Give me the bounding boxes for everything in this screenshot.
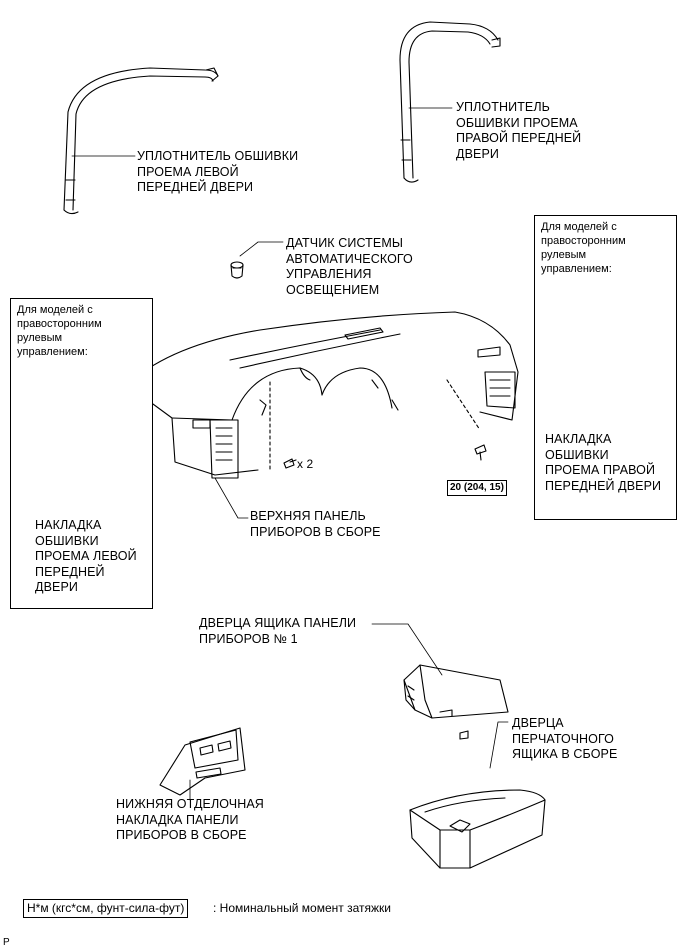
glove-box-label: ДВЕРЦА ПЕРЧАТОЧНОГО ЯЩИКА В СБОРЕ <box>512 716 618 761</box>
rhd-note-box-right <box>534 215 677 520</box>
rhd-note-box-left <box>10 298 153 609</box>
leader-lines <box>71 107 509 801</box>
rhd-note-right-text: Для моделей с правосторонним рулевым упр… <box>541 221 626 275</box>
screw-part <box>283 444 487 740</box>
left-garnish-label: НАКЛАДКА ОБШИВКИ ПРОЕМА ЛЕВОЙ ПЕРЕДНЕЙ Д… <box>35 518 137 594</box>
torque-legend-description: : Номинальный момент затяжки <box>213 901 391 915</box>
compartment-door-label: ДВЕРЦА ЯЩИКА ПАНЕЛИ ПРИБОРОВ № 1 <box>199 616 357 646</box>
glove-box-part <box>409 789 546 869</box>
compartment-door-part <box>403 664 509 719</box>
torque-value-box: 20 (204, 15) <box>447 480 507 496</box>
lower-finish-panel-part <box>159 727 246 796</box>
light-sensor-label: ДАТЧИК СИСТЕМЫ АВТОМАТИЧЕСКОГО УПРАВЛЕНИ… <box>286 236 413 297</box>
screw-count-label: x 2 <box>297 457 314 471</box>
upper-instrument-panel-part <box>126 311 519 479</box>
left-weatherstrip-label: УПЛОТНИТЕЛЬ ОБШИВКИ ПРОЕМА ЛЕВОЙ ПЕРЕДНЕ… <box>137 149 299 194</box>
upper-panel-label: ВЕРХНЯЯ ПАНЕЛЬ ПРИБОРОВ В СБОРЕ <box>250 509 381 539</box>
right-door-weatherstrip-part <box>399 21 501 183</box>
lower-finish-label: НИЖНЯЯ ОТДЕЛОЧНАЯ НАКЛАДКА ПАНЕЛИ ПРИБОР… <box>116 797 264 842</box>
torque-unit-legend: Н*м (кгс*см, фунт-сила-фут) <box>23 899 189 918</box>
light-sensor-part <box>230 261 244 279</box>
right-weatherstrip-label: УПЛОТНИТЕЛЬ ОБШИВКИ ПРОЕМА ПРАВОЙ ПЕРЕДН… <box>456 100 582 161</box>
left-door-weatherstrip-part <box>63 67 219 215</box>
rhd-note-left-text: Для моделей с правосторонним рулевым упр… <box>17 304 102 358</box>
footer-code: P <box>3 937 10 948</box>
right-garnish-label: НАКЛАДКА ОБШИВКИ ПРОЕМА ПРАВОЙ ПЕРЕДНЕЙ … <box>545 432 662 493</box>
